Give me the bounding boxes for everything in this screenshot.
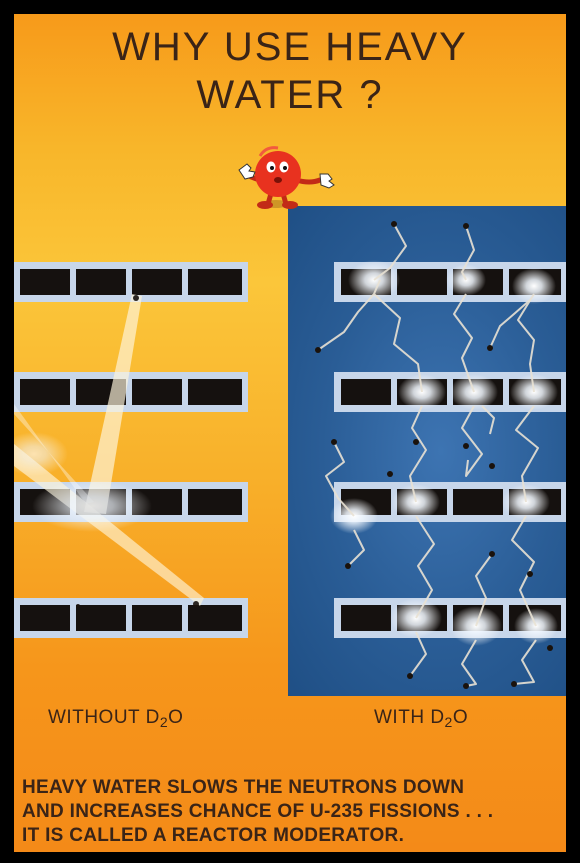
poster: WHY USE HEAVY WATER ? bbox=[14, 14, 566, 852]
mascot-character bbox=[239, 148, 334, 209]
caption-left-text: WITHOUT D bbox=[48, 707, 160, 728]
caption-left-suffix: O bbox=[168, 707, 183, 728]
explanation-text: HEAVY WATER SLOWS THE NEUTRONS DOWN AND … bbox=[22, 776, 562, 848]
fuel-row bbox=[14, 598, 248, 638]
caption-right-subscript: 2 bbox=[445, 714, 453, 730]
fuel-rows-with-d2o bbox=[334, 262, 566, 638]
caption-with-d2o: WITH D2O bbox=[374, 707, 468, 730]
explanation-line2: AND INCREASES CHANCE OF U-235 FISSIONS .… bbox=[22, 800, 562, 824]
caption-without-d2o: WITHOUT D2O bbox=[48, 707, 183, 730]
fuel-row bbox=[14, 262, 248, 302]
fission-glows bbox=[330, 260, 558, 646]
explanation-line3: IT IS CALLED A REACTOR MODERATOR. bbox=[22, 824, 562, 848]
fast-neutron-beams bbox=[14, 294, 204, 608]
explanation-line1: HEAVY WATER SLOWS THE NEUTRONS DOWN bbox=[22, 776, 562, 800]
caption-right-suffix: O bbox=[453, 707, 468, 728]
caption-left-subscript: 2 bbox=[160, 714, 168, 730]
caption-right-text: WITH D bbox=[374, 707, 445, 728]
fuel-row bbox=[14, 372, 248, 412]
